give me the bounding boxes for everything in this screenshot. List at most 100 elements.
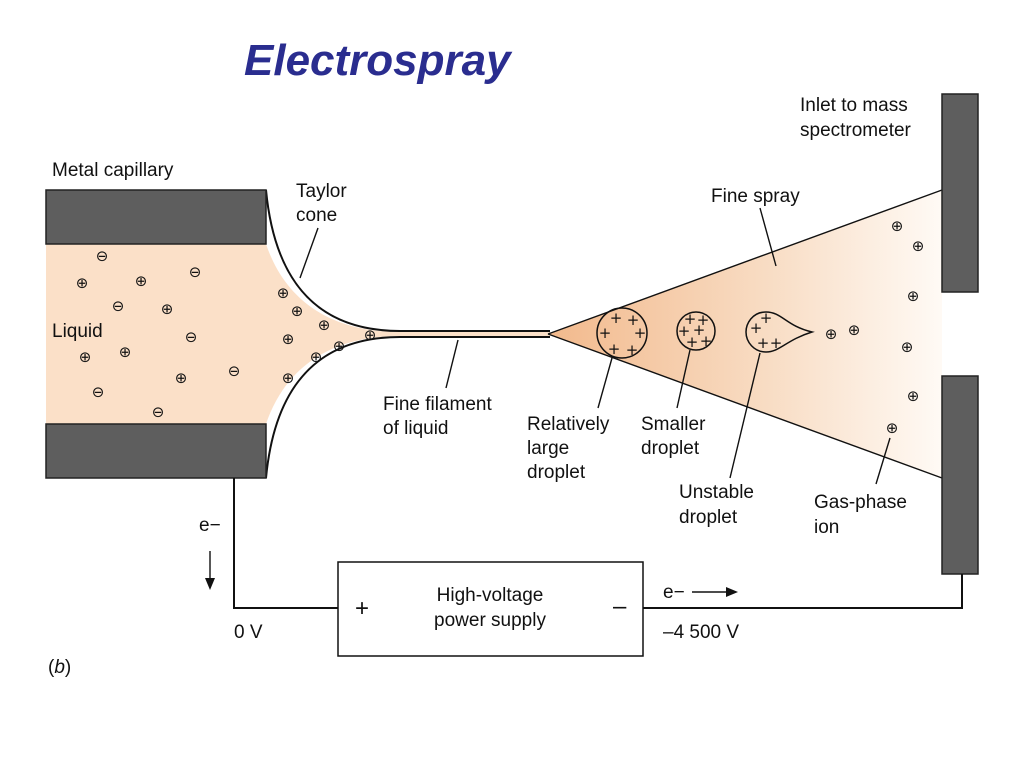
voltage-zero-label: 0 V — [234, 622, 263, 643]
spray-edge-bottom — [547, 333, 943, 479]
negative-ion: ⊖ — [228, 362, 241, 380]
filament-label: Fine filament — [383, 394, 492, 415]
relatively-large-droplet: + + + + + + — [596, 307, 648, 359]
positive-ion: ⊕ — [333, 337, 346, 355]
inlet-label: Inlet to mass — [800, 95, 908, 116]
charge: + — [757, 334, 770, 352]
voltage-negative-label: –4 500 V — [663, 622, 739, 643]
charge: + — [700, 332, 713, 350]
unstable-droplet-label: droplet — [679, 507, 738, 528]
negative-ion: ⊖ — [112, 297, 125, 315]
unstable-droplet: + + + + — [745, 309, 815, 353]
positive-ion: ⊕ — [76, 274, 89, 292]
smaller-droplet: + + + + + + — [676, 310, 716, 351]
fine-spray-leader — [759, 207, 777, 267]
positive-ion: ⊕ — [282, 369, 295, 387]
inlet-label: spectrometer — [800, 120, 912, 141]
charge: + — [770, 334, 783, 352]
power-supply-box — [337, 561, 644, 657]
electron-arrow-right-head — [726, 587, 738, 597]
charge: + — [686, 333, 699, 351]
charge: + — [760, 309, 773, 327]
smaller-droplet-leader — [676, 349, 691, 409]
positive-ion: ⊕ — [119, 343, 132, 361]
taylor-cone-label: Taylor — [296, 181, 347, 202]
positive-ion: ⊕ — [79, 348, 92, 366]
power-supply-label: High-voltage — [437, 585, 544, 606]
panel-label: (b) — [48, 657, 71, 678]
charge: + — [626, 341, 639, 359]
positive-ion: ⊕ — [912, 237, 925, 255]
positive-ion: ⊕ — [825, 325, 838, 343]
positive-ion: ⊕ — [901, 338, 914, 356]
positive-ion: ⊕ — [886, 419, 899, 437]
large-droplet-label: Relatively — [527, 414, 610, 435]
charge: + — [697, 311, 710, 329]
positive-ion: ⊕ — [282, 330, 295, 348]
positive-ion: ⊕ — [318, 316, 331, 334]
negative-ion: ⊖ — [152, 403, 165, 421]
panel-close-paren: ) — [65, 657, 71, 678]
charge: + — [693, 321, 706, 339]
gas-ion-leader — [875, 437, 891, 485]
taylor-cone-outline-top — [265, 189, 550, 332]
capillary-wall-top — [45, 189, 267, 245]
smaller-droplet-label: droplet — [641, 438, 700, 459]
filament-label: of liquid — [383, 418, 449, 439]
electron-arrow-down-head — [205, 578, 215, 590]
unstable-droplet-leader — [729, 352, 761, 479]
large-droplet-leader — [597, 357, 613, 409]
circuit-wire-right — [643, 574, 963, 609]
inlet-plate-bottom — [941, 375, 979, 575]
charge: + — [684, 310, 697, 328]
charge: + — [610, 309, 623, 327]
inlet-plate-top — [941, 93, 979, 293]
positive-ion: ⊕ — [364, 326, 377, 344]
charge: + — [608, 340, 621, 358]
positive-ion: ⊕ — [291, 302, 304, 320]
charge: + — [627, 311, 640, 329]
title: Electrospray — [244, 36, 513, 85]
circuit-wire-left — [233, 478, 338, 609]
gas-phase-ions: ⊕ ⊕ ⊕ ⊕ ⊕ ⊕ ⊕ ⊕ — [825, 217, 925, 437]
negative-ion: ⊖ — [92, 383, 105, 401]
taylor-cone-outline-bottom — [265, 336, 550, 479]
positive-ion: ⊕ — [277, 284, 290, 302]
smaller-droplet-label: Smaller — [641, 414, 706, 435]
positive-ion: ⊕ — [161, 300, 174, 318]
positive-ion: ⊕ — [848, 321, 861, 339]
gas-ion-label: ion — [814, 517, 839, 538]
panel-letter: b — [54, 657, 65, 678]
metal-capillary-label: Metal capillary — [52, 160, 174, 181]
panel-open-paren: ( — [48, 657, 55, 678]
unstable-droplet-label: Unstable — [679, 482, 754, 503]
fine-spray-plume — [548, 190, 942, 478]
positive-ion: ⊕ — [310, 348, 323, 366]
capillary-wall-bottom — [45, 423, 267, 479]
liquid-label: Liquid — [52, 321, 103, 342]
negative-ion: ⊖ — [185, 328, 198, 346]
positive-ion: ⊕ — [135, 272, 148, 290]
fine-spray-label: Fine spray — [711, 186, 800, 207]
positive-ion: ⊕ — [175, 369, 188, 387]
negative-ion: ⊖ — [96, 247, 109, 265]
electron-label-right: e− — [663, 582, 685, 603]
charge: + — [678, 322, 691, 340]
filament-leader — [445, 339, 459, 389]
positive-ion: ⊕ — [891, 217, 904, 235]
positive-ion: ⊕ — [907, 287, 920, 305]
positive-ion: ⊕ — [907, 387, 920, 405]
charge: + — [750, 319, 763, 337]
negative-ion: ⊖ — [189, 263, 202, 281]
charge: + — [599, 324, 612, 342]
plus-terminal-label: + — [355, 595, 369, 622]
charge: + — [634, 324, 647, 342]
power-supply-label: power supply — [434, 610, 546, 631]
taylor-cone-leader — [299, 227, 319, 279]
gas-ion-label: Gas-phase — [814, 492, 907, 513]
large-droplet-label: droplet — [527, 462, 586, 483]
electron-label-left: e− — [199, 515, 221, 536]
large-droplet-label: large — [527, 438, 569, 459]
liquid-body — [46, 244, 550, 424]
